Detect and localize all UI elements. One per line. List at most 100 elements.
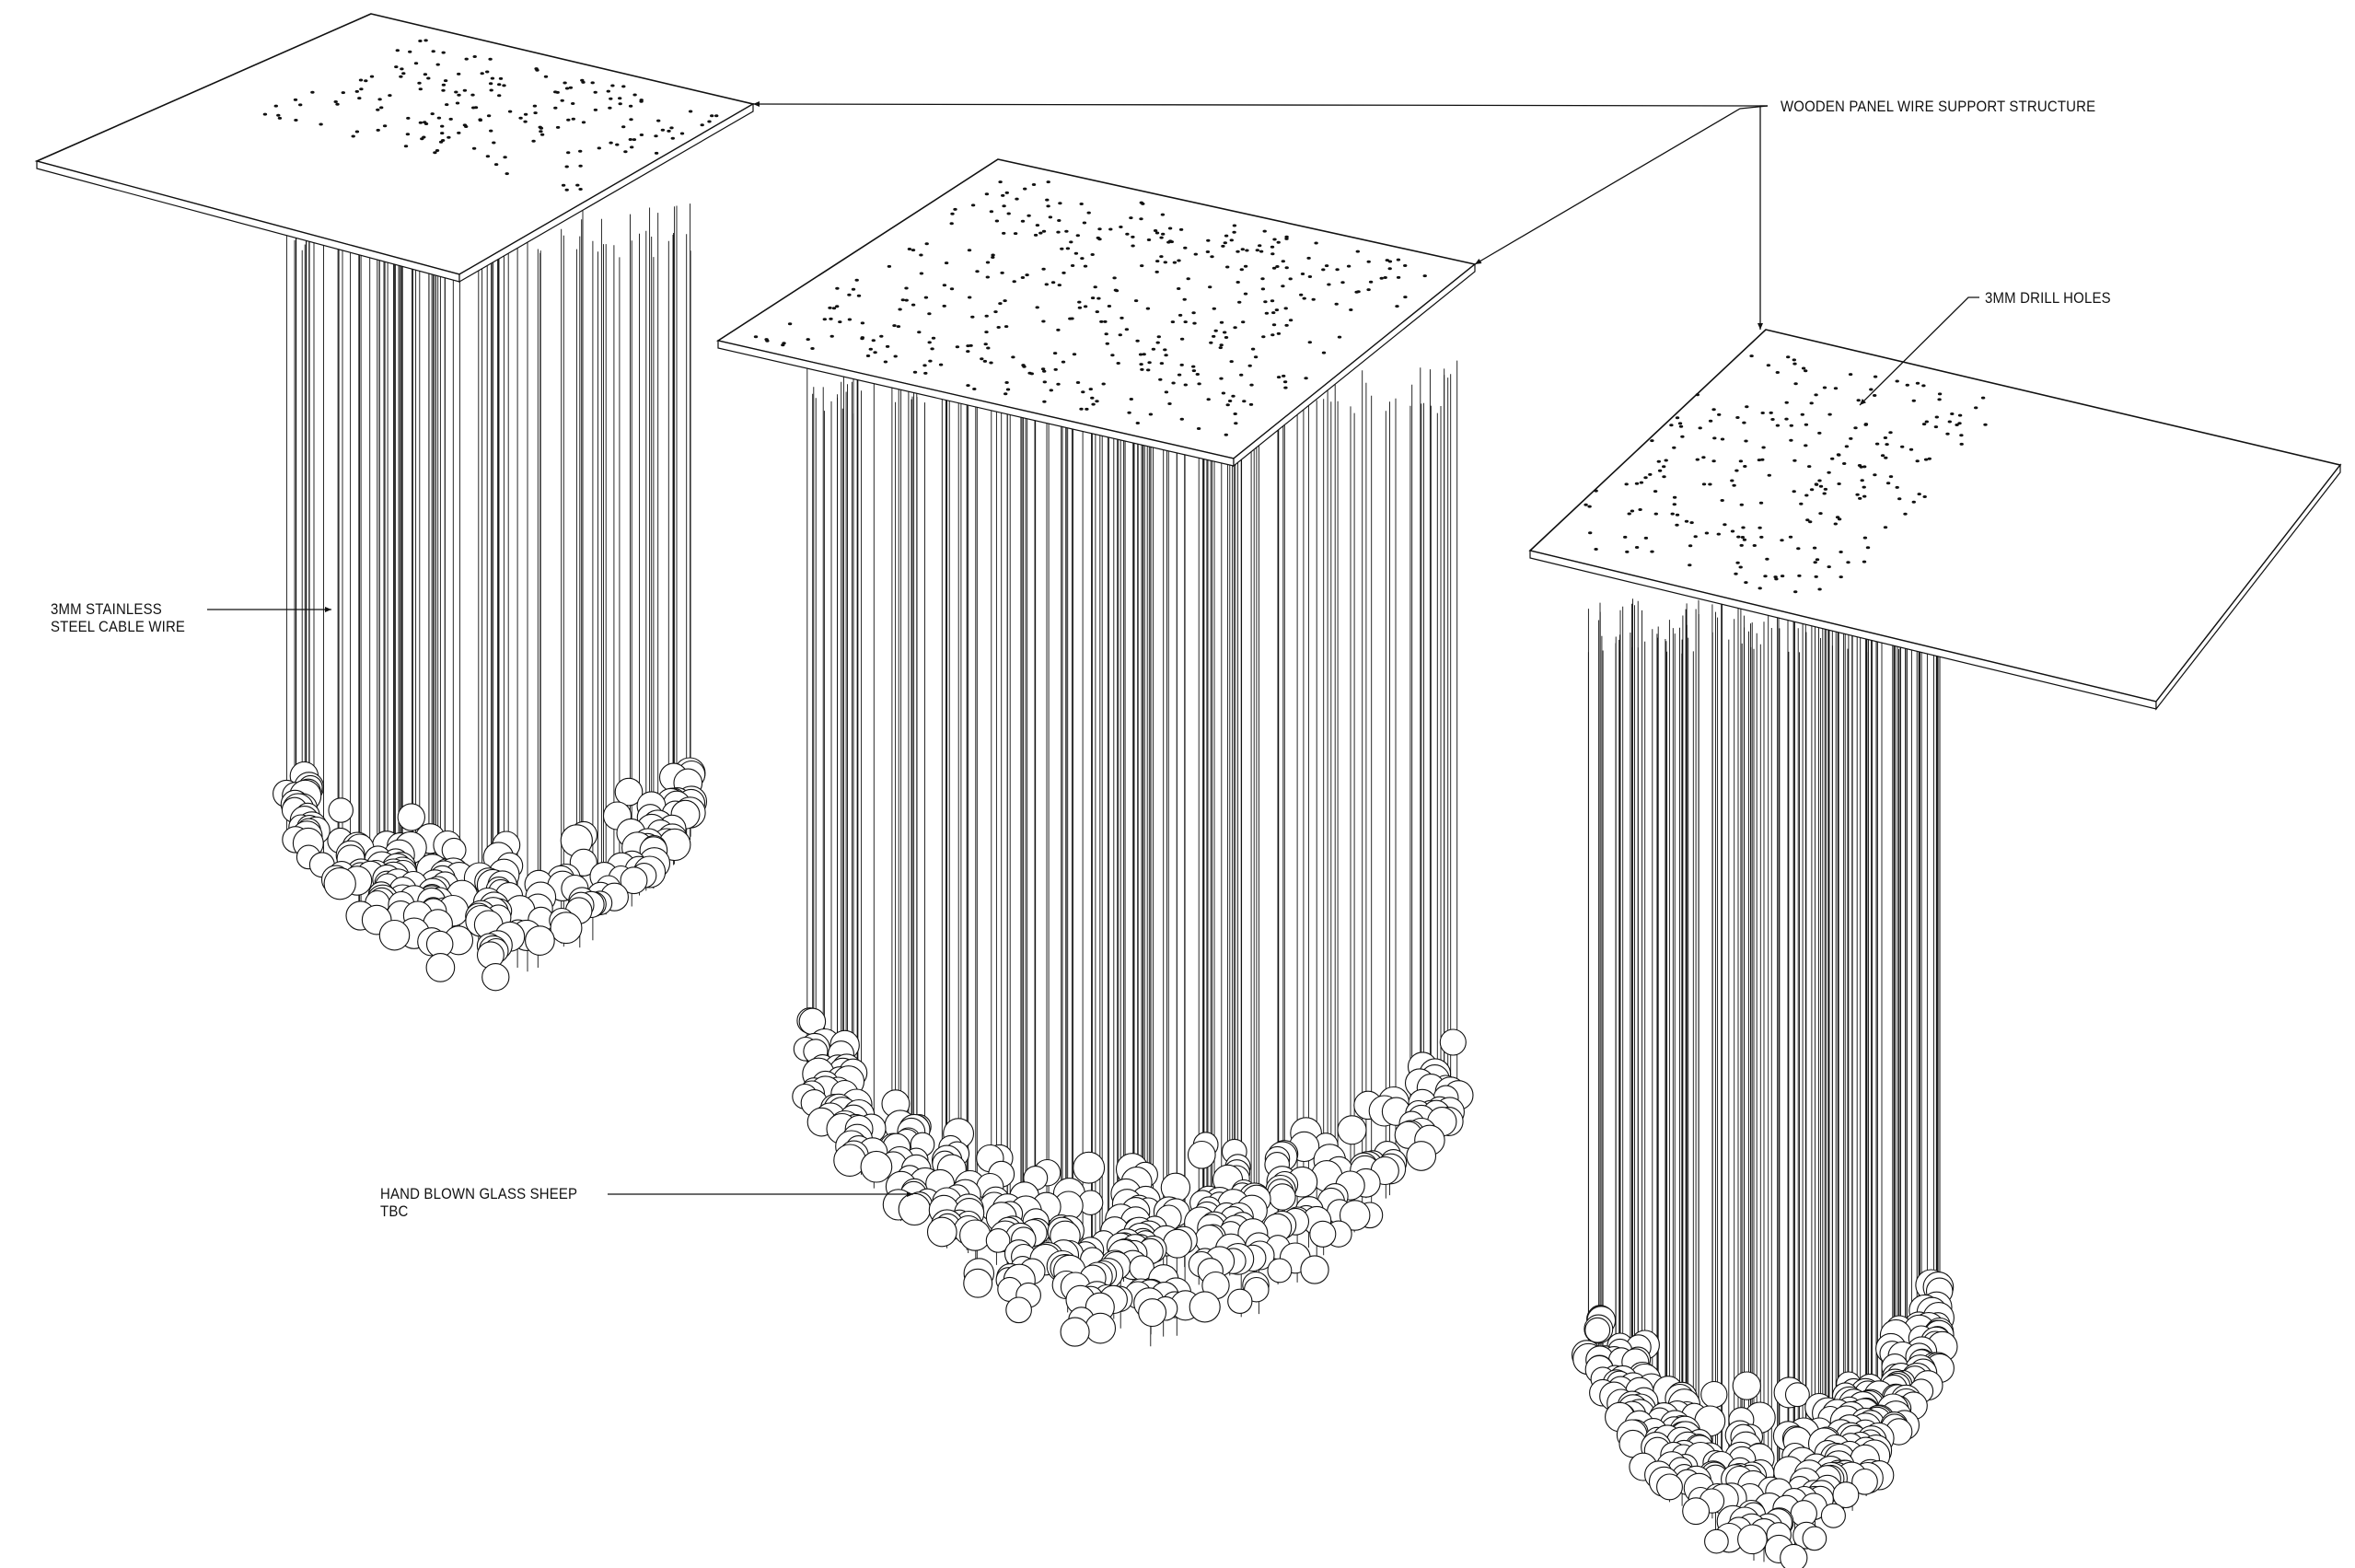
drill-hole <box>1264 311 1270 315</box>
drill-hole <box>628 104 633 108</box>
drill-hole <box>1064 229 1069 233</box>
drill-hole <box>1088 388 1094 391</box>
glass-sphere <box>1439 1028 1467 1056</box>
drill-hole <box>1263 300 1268 304</box>
drill-hole <box>609 141 613 145</box>
drill-hole <box>1739 503 1745 506</box>
drill-hole <box>1003 392 1008 396</box>
drill-hole <box>1625 550 1630 553</box>
drill-hole <box>1133 299 1139 303</box>
drill-hole <box>277 116 283 120</box>
drill-hole <box>1002 231 1006 235</box>
drill-hole <box>885 344 890 348</box>
drill-hole <box>1212 307 1217 310</box>
drill-hole <box>1740 536 1746 539</box>
drill-hole <box>1005 388 1011 391</box>
drill-hole <box>1911 399 1916 402</box>
drill-hole <box>966 384 970 388</box>
drill-hole <box>912 370 918 374</box>
drill-hole <box>922 364 927 367</box>
drill-hole <box>985 275 991 279</box>
glass-sphere <box>1267 1258 1293 1283</box>
label-glass-sheep-line1: HAND BLOWN GLASS SHEEP <box>380 1185 578 1202</box>
drill-hole <box>539 130 543 134</box>
drill-hole <box>1218 346 1224 350</box>
drill-hole <box>900 298 905 302</box>
drill-hole <box>502 84 506 87</box>
glass-spheres-left <box>273 757 708 992</box>
drill-hole <box>1788 535 1793 539</box>
drill-hole <box>904 298 909 302</box>
drill-hole <box>1091 402 1096 406</box>
drill-hole <box>1337 335 1342 339</box>
drill-hole <box>822 318 827 321</box>
drill-hole <box>1172 261 1178 264</box>
drill-hole <box>989 210 994 214</box>
drill-hole <box>1177 259 1181 262</box>
drill-hole <box>1057 219 1061 222</box>
drill-hole <box>679 132 685 135</box>
drill-hole <box>1210 255 1214 259</box>
drill-hole <box>1118 333 1123 337</box>
drill-hole <box>1862 560 1867 563</box>
drill-hole <box>1164 390 1169 394</box>
drill-hole <box>377 98 382 101</box>
drill-hole <box>1809 488 1815 492</box>
drill-hole <box>1743 465 1747 468</box>
drill-hole <box>1634 546 1640 549</box>
drill-hole <box>1833 522 1839 526</box>
glass-spheres-center <box>792 1007 1474 1347</box>
drill-hole <box>1178 227 1184 231</box>
drill-hole <box>578 149 583 153</box>
drill-hole <box>1053 367 1058 371</box>
drill-hole <box>949 287 955 291</box>
drill-hole <box>688 110 693 113</box>
drill-hole <box>1346 264 1352 268</box>
drill-hole <box>575 183 580 187</box>
leader-wooden-panel-right <box>1758 105 1768 330</box>
drill-hole <box>581 121 586 124</box>
drill-hole <box>980 357 984 361</box>
drill-hole <box>1950 412 1955 415</box>
drill-hole <box>533 111 538 115</box>
drill-hole <box>608 106 612 110</box>
drill-hole <box>1219 320 1224 324</box>
drill-hole <box>564 188 569 192</box>
drill-hole <box>893 354 898 358</box>
drill-hole <box>1178 313 1183 317</box>
drill-hole <box>1752 544 1758 547</box>
drill-hole <box>669 126 674 130</box>
drill-hole <box>1689 521 1694 525</box>
drill-hole <box>1261 335 1266 339</box>
drill-hole <box>1131 244 1135 248</box>
glass-sphere <box>614 777 644 807</box>
drill-hole <box>555 125 561 129</box>
glass-sphere <box>1189 1291 1221 1323</box>
drill-hole <box>1672 446 1676 449</box>
glass-sphere <box>1682 1497 1711 1526</box>
drill-holes-left <box>262 39 719 192</box>
drill-hole <box>1908 447 1914 451</box>
drill-hole <box>319 122 323 126</box>
drill-hole <box>1813 561 1817 564</box>
drill-hole <box>1104 332 1108 336</box>
drill-hole <box>593 90 597 94</box>
drill-hole <box>1340 281 1345 285</box>
drill-hole <box>1922 495 1927 498</box>
drill-hole <box>568 86 574 89</box>
drill-hole <box>1038 231 1043 235</box>
drill-hole <box>1183 383 1189 387</box>
drill-hole <box>1736 535 1741 539</box>
drill-hole <box>1033 233 1038 237</box>
drill-hole <box>1225 403 1230 407</box>
glass-sphere <box>1656 1473 1683 1501</box>
drill-hole <box>994 219 1000 223</box>
drill-hole <box>1708 419 1713 423</box>
glass-sphere <box>525 925 555 956</box>
drill-hole <box>1937 392 1943 396</box>
drill-hole <box>1321 268 1326 272</box>
drill-hole <box>1272 238 1277 241</box>
drill-hole <box>1758 501 1764 505</box>
drill-hole <box>1853 426 1858 430</box>
